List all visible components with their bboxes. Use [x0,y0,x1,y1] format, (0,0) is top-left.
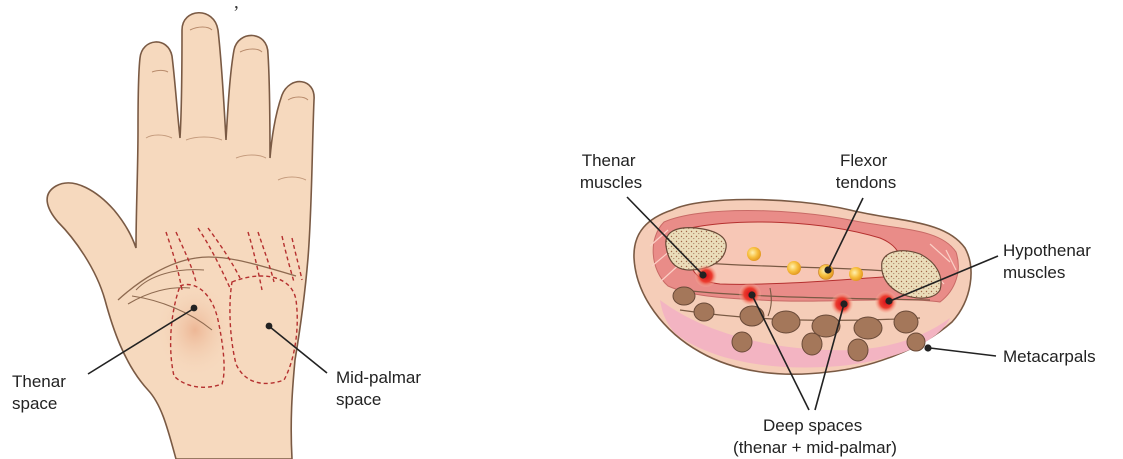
metacarpal-bone [673,287,695,305]
deep-spaces-label: Deep spaces (thenar + mid-palmar) [733,416,897,457]
flexor-tendon-dot [747,247,761,261]
thenar-space-label: Thenar space [12,372,71,413]
metacarpal-bone [694,303,714,321]
deep-spaces-dot [840,300,847,307]
thenar-muscles-dot [699,271,706,278]
mid-palmar-dot [266,323,273,330]
flexor-tendons-label: Flexor tendons [836,151,897,192]
mid-palmar-space-label: Mid-palmar space [336,368,426,409]
thenar-muscles-label: Thenar muscles [580,151,642,192]
metacarpal-bone [848,339,868,361]
metacarpal-bone [907,333,925,351]
metacarpals-dot [924,344,931,351]
metacarpal-bone [732,332,752,352]
flexor-tendon-dot [787,261,801,275]
metacarpals-label: Metacarpals [1003,347,1096,366]
metacarpal-bone [894,311,918,333]
deep-spaces-dot [748,291,755,298]
hand-illustration [47,13,314,459]
metacarpal-bone [740,306,764,326]
metacarpal-bone [772,311,800,333]
cross-section [634,200,971,375]
metacarpal-bone [854,317,882,339]
top-caption-fragment: , [234,0,239,13]
flexor-tendon-dot [849,267,863,281]
thenar-shading [155,282,235,378]
hand-outline [47,13,314,459]
flexor-tendons-dot [824,266,831,273]
thenar-space-dot [191,305,198,312]
metacarpals-leader [930,348,996,356]
hypothenar-muscles-label: Hypothenar muscles [1003,241,1096,282]
hypothenar-muscles-dot [885,297,892,304]
metacarpal-bone [802,333,822,355]
